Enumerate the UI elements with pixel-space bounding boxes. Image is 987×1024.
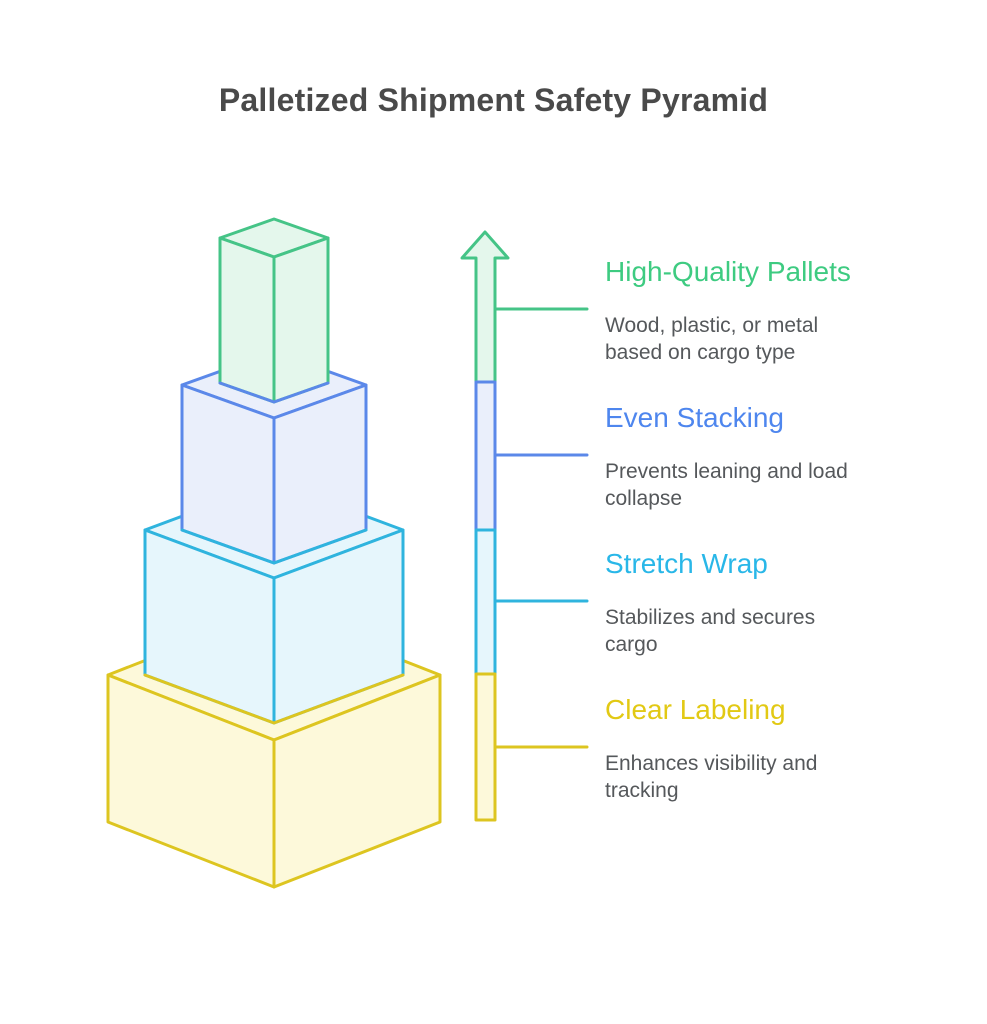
arrow-yellow-segment (474, 672, 497, 822)
level-label-even-stacking: Even Stacking Prevents leaning and load … (605, 402, 915, 512)
level-description: Stabilizes and secures cargo (605, 604, 915, 658)
level-description: Wood, plastic, or metal based on cargo t… (605, 312, 915, 366)
pyramid-level-1-box-high-quality-pallets (218, 217, 330, 404)
level-heading: Clear Labeling (605, 694, 786, 725)
level-heading: High-Quality Pallets (605, 256, 851, 287)
box-left-face (218, 236, 276, 404)
page-title: Palletized Shipment Safety Pyramid (218, 82, 769, 118)
level-description: Prevents leaning and load collapse (605, 458, 915, 512)
level-label-stretch-wrap: Stretch Wrap Stabilizes and secures carg… (605, 548, 915, 658)
description-line: collapse (605, 487, 683, 510)
level-connector-lines (493, 307, 589, 749)
description-line: based on cargo type (605, 341, 796, 364)
description-line: tracking (605, 779, 679, 802)
box-right-face (272, 673, 442, 889)
description-line: cargo (605, 633, 658, 656)
rim-line-on-level-1-base (218, 381, 330, 404)
description-line: Prevents leaning and load (605, 460, 848, 483)
level-label-clear-labeling: Clear Labeling Enhances visibility and t… (605, 694, 915, 804)
arrow-cyan-segment (474, 528, 497, 676)
level-label-high-quality-pallets: High-Quality Pallets Wood, plastic, or m… (605, 256, 915, 366)
description-line: Stabilizes and secures (605, 606, 816, 629)
level-heading: Stretch Wrap (605, 548, 768, 579)
rim-line-on-level-3-base (143, 673, 405, 725)
box-right-face (272, 236, 330, 404)
description-line: Wood, plastic, or metal (605, 314, 819, 337)
description-line: Enhances visibility and (605, 752, 818, 775)
upward-arrow-icon (460, 230, 510, 822)
level-heading: Even Stacking (605, 402, 784, 433)
arrow-head-and-green-segment (460, 230, 510, 384)
rim-line-on-level-2-base (180, 528, 368, 565)
arrow-blue-segment (474, 380, 497, 532)
level-description: Enhances visibility and tracking (605, 750, 915, 804)
